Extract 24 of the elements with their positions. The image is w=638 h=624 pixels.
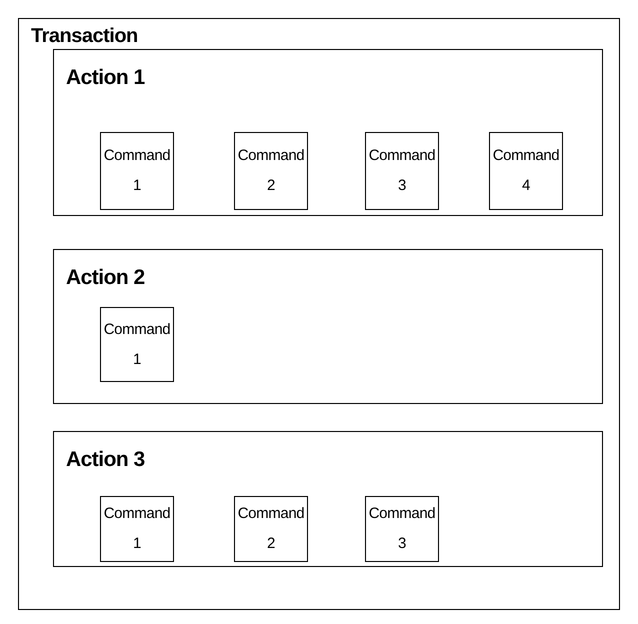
command-box [234, 496, 308, 562]
command-label: Command 2 [236, 146, 306, 196]
command-box [100, 496, 174, 562]
command-box [234, 132, 308, 210]
action-box [53, 49, 603, 216]
action-title: Action 2 [66, 265, 145, 291]
action-title: Action 1 [66, 65, 145, 91]
command-label: Command 1 [102, 320, 172, 370]
command-label: Command 3 [368, 146, 436, 196]
action-box [53, 431, 603, 567]
command-label: Command 1 [102, 504, 172, 554]
transaction-box [18, 18, 620, 610]
command-label: Command 2 [236, 504, 306, 554]
command-box [365, 132, 439, 210]
transaction-title: Transaction [31, 24, 138, 49]
command-label: Command 4 [492, 146, 560, 196]
command-box [489, 132, 563, 210]
action-title: Action 3 [66, 447, 145, 473]
command-label: Command 1 [102, 146, 172, 196]
command-box [100, 307, 174, 382]
command-label: Command 3 [368, 504, 436, 554]
command-box [365, 496, 439, 562]
action-box [53, 249, 603, 404]
command-box [100, 132, 174, 210]
